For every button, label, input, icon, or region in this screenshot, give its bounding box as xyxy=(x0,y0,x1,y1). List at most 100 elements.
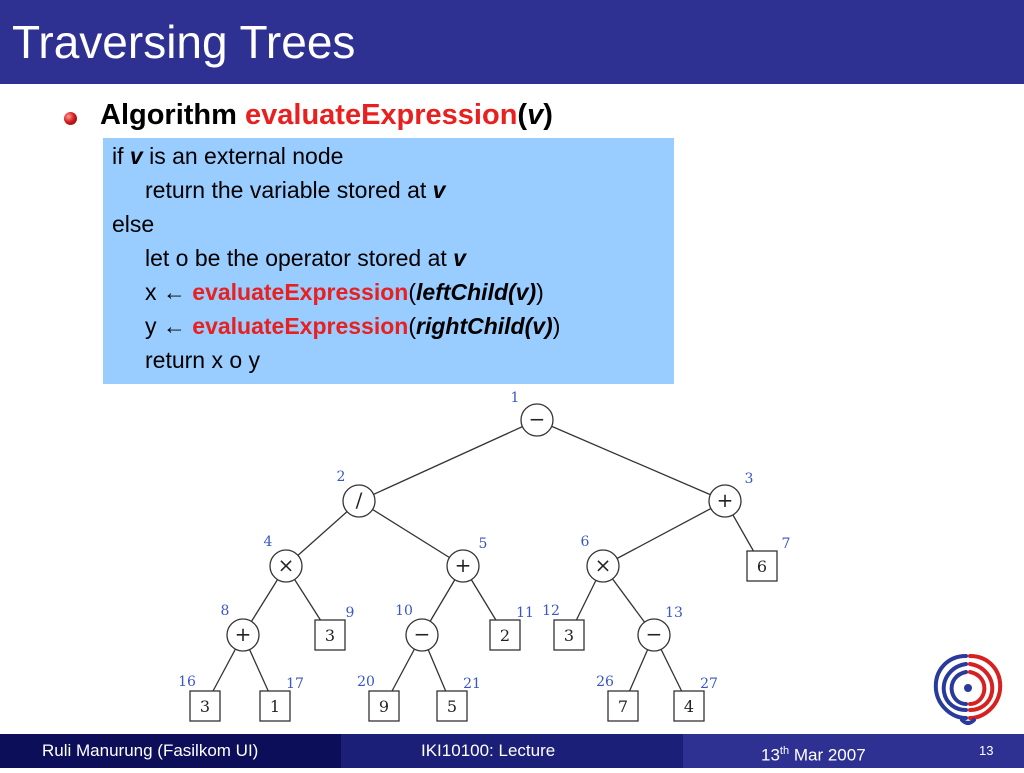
leaf-node-shape xyxy=(314,619,346,651)
node-label: − xyxy=(529,407,546,431)
tree-node: −10 xyxy=(395,603,439,652)
code-var: v xyxy=(129,143,143,169)
code-line-5: x ← evaluateExpression(leftChild(v)) xyxy=(145,277,544,307)
code-line-6: y ← evaluateExpression(rightChild(v)) xyxy=(145,311,560,341)
code-text: let o be the operator stored at xyxy=(145,245,454,271)
tree-node: −13 xyxy=(637,605,683,652)
code-function: evaluateExpression xyxy=(192,279,409,305)
node-index-label: 5 xyxy=(479,536,488,552)
tree-node: 2 11 xyxy=(489,605,534,651)
tree-node: ×4 xyxy=(264,534,303,583)
node-label: 3 xyxy=(200,697,210,716)
code-arg: rightChild(v) xyxy=(416,313,553,339)
code-text: else xyxy=(112,211,155,237)
page-number: 13 xyxy=(979,743,994,758)
operator-node-shape xyxy=(405,618,439,652)
node-index-label: 21 xyxy=(463,676,481,692)
tree-node: 920 xyxy=(357,674,400,722)
node-label: + xyxy=(455,553,472,577)
node-label: 4 xyxy=(684,697,694,716)
tree-node: 67 xyxy=(746,536,791,582)
node-label: 3 xyxy=(564,626,574,645)
heading-open-paren: ( xyxy=(517,99,528,131)
code-line-3: else xyxy=(112,209,154,239)
code-line-7: return x o y xyxy=(145,345,260,375)
tree-node: +3 xyxy=(708,471,754,518)
node-index-label: 16 xyxy=(180,674,196,690)
tree-node: 4 27 xyxy=(673,676,718,722)
footer-course: IKI10100: Lecture xyxy=(421,741,556,760)
code-line-2: return the variable stored at v xyxy=(145,175,445,205)
node-label: 1 xyxy=(270,697,280,716)
node-label: 5 xyxy=(447,697,457,716)
algorithm-heading: Algorithm evaluateExpression(v) xyxy=(100,99,553,132)
node-label: 6 xyxy=(757,557,767,576)
tree-node: +5 xyxy=(446,536,488,583)
operator-node-shape xyxy=(342,484,376,518)
node-index-label: 3 xyxy=(745,471,754,487)
heading-close-paren: ) xyxy=(543,99,553,131)
node-index-label: 27 xyxy=(700,676,718,692)
leaf-node-shape xyxy=(746,550,778,582)
code-line-1: if v is an external node xyxy=(112,141,343,171)
leaf-node-shape xyxy=(489,619,521,651)
node-index-label: 9 xyxy=(346,605,355,621)
tree-edge xyxy=(602,500,726,567)
tree-edge xyxy=(358,500,464,567)
tree-node: 726 xyxy=(596,674,639,722)
tree-node: ×6 xyxy=(581,534,620,583)
footer-bar: Ruli Manurung (Fasilkom UI) IKI10100: Le… xyxy=(0,734,1024,768)
code-line-4: let o be the operator stored at v xyxy=(145,243,466,273)
operator-node-shape xyxy=(269,549,303,583)
title-bar: Traversing Trees xyxy=(0,0,1024,84)
node-label: / xyxy=(356,488,363,512)
node-label: − xyxy=(646,622,663,646)
node-index-label: 8 xyxy=(221,603,230,619)
leaf-node-shape xyxy=(673,690,705,722)
operator-node-shape xyxy=(708,484,742,518)
node-label: × xyxy=(595,553,612,577)
footer-date: 13th Mar 2007 xyxy=(761,734,866,773)
footer-date-section: 13th Mar 2007 13 xyxy=(683,734,1024,768)
university-logo xyxy=(933,654,1003,725)
code-text: y ← xyxy=(145,313,193,339)
node-label: × xyxy=(278,553,295,577)
code-text: ( xyxy=(408,313,417,339)
node-index-label: 13 xyxy=(665,605,683,621)
bullet-icon xyxy=(64,112,77,125)
tree-node: 316 xyxy=(180,674,221,722)
node-index-label: 26 xyxy=(596,674,614,690)
operator-node-shape xyxy=(637,618,671,652)
code-function: evaluateExpression xyxy=(192,313,409,339)
node-index-label: 6 xyxy=(581,534,590,550)
node-label: 7 xyxy=(618,697,628,716)
leaf-node-shape xyxy=(553,619,585,651)
code-text: ) xyxy=(552,313,561,339)
node-index-label: 2 xyxy=(337,469,346,485)
node-label: 2 xyxy=(500,626,510,645)
footer-author-section: Ruli Manurung (Fasilkom UI) xyxy=(0,734,341,768)
leaf-node-shape xyxy=(607,690,639,722)
slide-title: Traversing Trees xyxy=(12,16,356,68)
operator-node-shape xyxy=(586,549,620,583)
node-index-label: 11 xyxy=(516,605,534,621)
code-text: if xyxy=(112,143,130,169)
code-text: ( xyxy=(408,279,417,305)
code-var: v xyxy=(432,177,446,203)
node-index-label: 10 xyxy=(395,603,413,619)
leaf-node-shape xyxy=(368,690,400,722)
code-text: x ← xyxy=(145,279,193,305)
tree-edge xyxy=(536,419,726,502)
heading-prefix: Algorithm xyxy=(100,99,245,131)
node-index-label: 1 xyxy=(511,390,520,406)
tree-node: 39 xyxy=(314,605,355,651)
footer-author: Ruli Manurung (Fasilkom UI) xyxy=(42,741,259,760)
code-text: ) xyxy=(536,279,544,305)
node-index-label: 7 xyxy=(782,536,791,552)
tree-node: 5 21 xyxy=(436,676,481,722)
code-arg: leftChild(v) xyxy=(416,279,537,305)
date-suffix: th xyxy=(779,745,790,757)
leaf-node-shape xyxy=(189,690,221,722)
operator-node-shape xyxy=(226,618,260,652)
tree-node: 312 xyxy=(542,603,585,651)
